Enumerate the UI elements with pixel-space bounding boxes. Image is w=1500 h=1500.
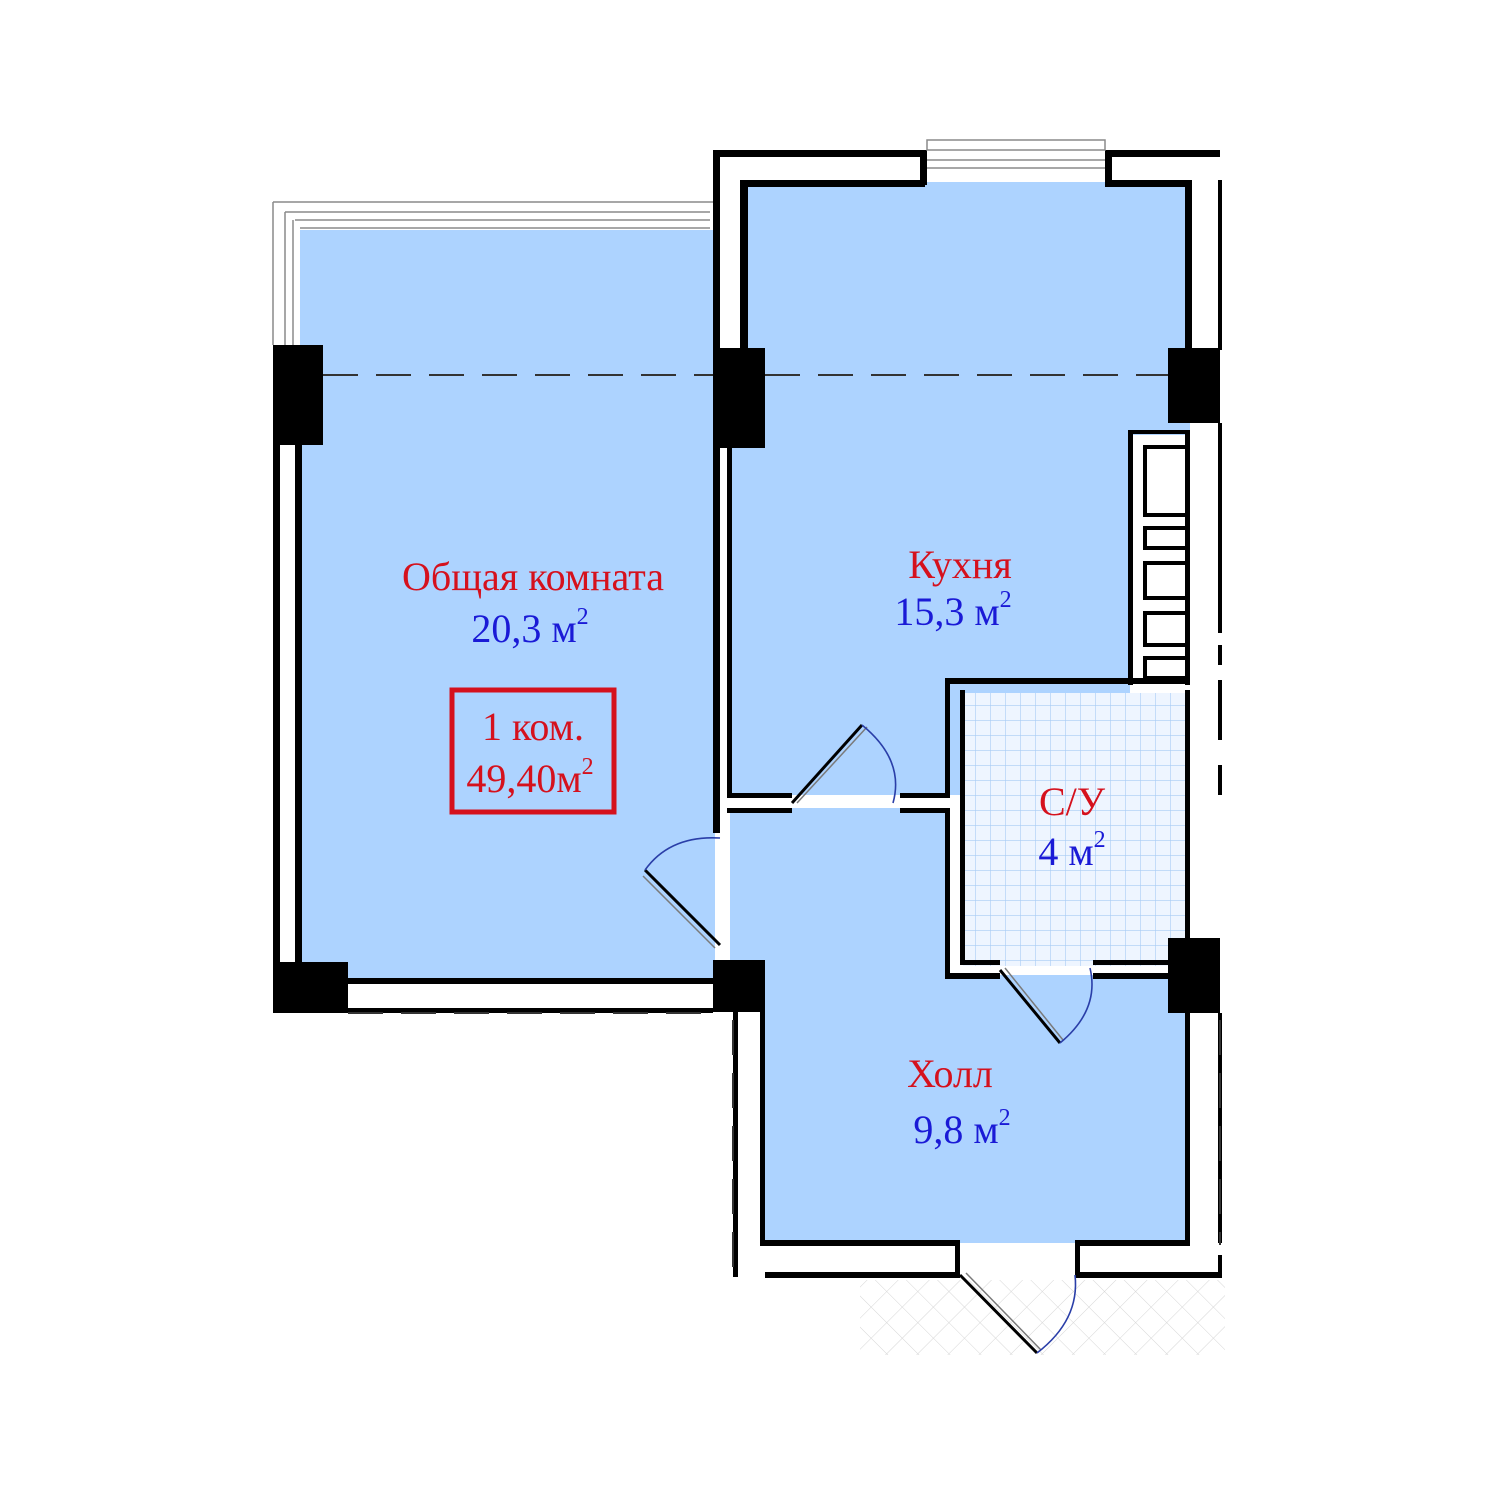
bathroom-area (963, 693, 1188, 966)
kitchen-area-upper (745, 182, 1190, 435)
dashed-lines (323, 374, 1221, 1280)
apartment-total-area: 49,40м2 (466, 754, 593, 801)
living-window (272, 201, 715, 345)
ventilation-shaft (1143, 445, 1189, 680)
living-room-area (300, 230, 715, 982)
bathroom-area-label: 4 м2 (1038, 827, 1105, 874)
living-room-area-label: 20,3 м2 (471, 604, 588, 651)
kitchen-area-mid (1125, 435, 1129, 685)
bathroom-name: С/У (1039, 779, 1106, 824)
apartment-rooms-label: 1 ком. (482, 704, 584, 749)
hall-area-label: 9,8 м2 (913, 1105, 1010, 1152)
kitchen-name: Кухня (908, 542, 1011, 587)
hall-name: Холл (907, 1051, 993, 1096)
kitchen-window (926, 139, 1106, 169)
apartment-badge (449, 687, 617, 815)
living-room-name: Общая комната (402, 554, 664, 599)
hall-area-lower (765, 975, 1190, 1243)
hall-area (730, 808, 950, 983)
outdoor-hatch (860, 1280, 1225, 1355)
doors (642, 723, 1093, 1355)
kitchen-area-label: 15,3 м2 (894, 587, 1011, 634)
